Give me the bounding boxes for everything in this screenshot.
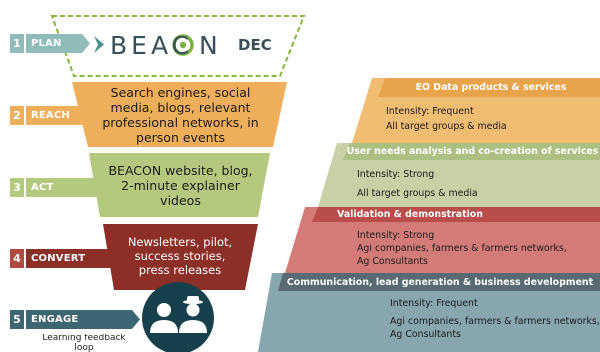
engage-circle [142,282,214,352]
funnel-plan-section [50,15,306,77]
step-3-arrow [26,178,104,197]
panel-eo-header [378,78,600,97]
funnel-convert-section [103,224,258,290]
panel-user-needs-audience: All target groups & media [357,188,478,199]
step-3-number: 3 [13,181,21,194]
convert-text: Newsletters, pilot, success stories, pre… [127,235,233,277]
panel-user-needs-header [343,143,600,160]
farmers-people-icon [150,296,207,333]
panel-communication-intensity: Intensity: Frequent [390,298,478,309]
step-1-number-box [10,34,24,53]
step-1-arrow [26,34,90,53]
panel-validation-audience-cont: Ag Consultants [357,256,428,267]
panel-communication-audience-cont: Ag Consultants [390,329,461,340]
panel-communication-header [278,273,600,291]
step-5-number-box [10,310,24,329]
step-4-label: CONVERT [31,253,86,264]
step-3-number-box [10,178,24,197]
step-2-arrow [26,106,92,125]
beacon-logo-left-text: BEAC [110,30,194,60]
panel-validation-audience: Agi companies, farmers & farmers network… [357,243,567,254]
step-2-label: REACH [31,110,70,121]
panel-validation-body [285,207,600,273]
act-text: BEACON website, blog, 2-minute explainer… [108,162,253,208]
step-arrows [10,34,140,329]
step-5-number: 5 [13,313,21,326]
panel-validation-intensity: Intensity: Strong [357,230,435,241]
beacon-logo-mark-icon [172,34,194,56]
beacon-logo-right-text: N [199,30,222,60]
funnel-act-section [89,153,270,217]
step-3-label: ACT [31,182,54,193]
panel-eo-intensity: Intensity: Frequent [386,106,474,117]
funnel-reach-section [72,82,287,147]
right-panels [258,78,600,352]
step-1-label: PLAN [31,38,62,49]
beacon-logo-suffix: DEC [238,36,272,54]
beacon-logo-arrow-icon [94,36,104,53]
step-2-number-box [10,106,24,125]
panel-communication-audience: Agi companies, farmers & farmers network… [390,316,600,327]
step-4-number: 4 [13,252,21,265]
panel-validation-header [312,207,600,222]
step-2-number: 2 [13,109,21,122]
step-5-arrow [26,310,140,329]
engage-caption: Learning feedback loop [42,334,126,352]
panel-communication-title: Communication, lead generation & busines… [286,276,594,288]
panel-user-needs-title: User needs analysis and co-creation of s… [346,146,599,157]
step-1-number: 1 [13,37,21,50]
funnel [50,15,306,290]
step-4-arrow [26,249,118,268]
panel-user-needs-intensity: Intensity: Strong [357,169,435,180]
panel-validation-title: Validation & demonstration [337,209,483,220]
panel-communication-body [258,273,600,352]
reach-text: Search engines, social media, blogs, rel… [102,85,259,145]
panel-eo-title: EO Data products & services [415,82,567,93]
step-4-number-box [10,249,24,268]
panel-eo-audience: All target groups & media [386,121,507,132]
step-5-label: ENGAGE [31,314,79,325]
